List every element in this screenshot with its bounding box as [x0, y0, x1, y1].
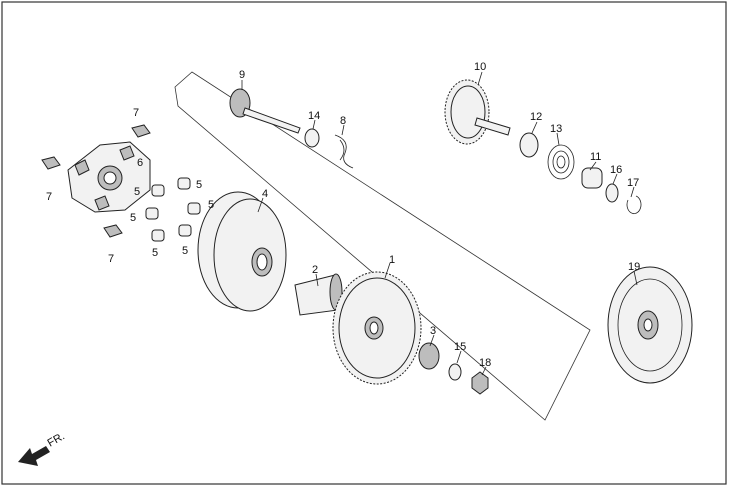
fan-part: [607, 266, 693, 384]
callout-19: 19: [628, 261, 640, 273]
callout-9: 9: [239, 69, 245, 81]
callout-3: 3: [430, 325, 436, 337]
callout-5e: 5: [152, 247, 158, 259]
front-marker-label: FR.: [46, 430, 67, 449]
assembly-outline: [174, 71, 591, 421]
washer-part: [448, 363, 462, 381]
kick-gear-part: [444, 79, 511, 145]
movable-drive-face-part: [197, 191, 287, 312]
front-arrow-icon: [18, 446, 50, 466]
callout-7b: 7: [46, 191, 52, 203]
callout-7c: 7: [108, 253, 114, 265]
callout-5b: 5: [196, 179, 202, 191]
clip-part: [334, 134, 354, 169]
shaft-washer-part: [304, 128, 320, 148]
nut-part: [471, 371, 489, 395]
leader-lines: [241, 71, 638, 376]
slider-pieces: [41, 124, 151, 238]
callout-labels: 1 2 3 4 5 5 5 5 5 5 6 7 7 7 8 9 10 11 12…: [46, 61, 640, 369]
callout-5c: 5: [130, 212, 136, 224]
callout-17: 17: [627, 177, 639, 189]
callout-16: 16: [610, 164, 622, 176]
collar-part: [294, 273, 343, 316]
callout-14: 14: [308, 110, 320, 122]
circlip-part: [626, 195, 642, 214]
callout-5d: 5: [208, 199, 214, 211]
driven-ring-gear-part: [332, 271, 422, 385]
callout-13: 13: [550, 123, 562, 135]
sleeve-part: [581, 167, 603, 189]
bushing-part: [519, 132, 539, 158]
callout-1: 1: [389, 254, 395, 266]
drive-plate-part: [67, 141, 151, 213]
roller-weights: [145, 177, 201, 242]
bearing-part: [418, 342, 440, 370]
callout-5a: 5: [134, 186, 140, 198]
callout-10: 10: [474, 61, 486, 73]
callout-6: 6: [137, 157, 143, 169]
callout-2: 2: [312, 264, 318, 276]
kick-shaft-part: [229, 88, 301, 134]
callout-18: 18: [479, 357, 491, 369]
small-washer-part: [605, 183, 619, 203]
callout-4: 4: [262, 188, 268, 200]
callout-7a: 7: [133, 107, 139, 119]
callout-12: 12: [530, 111, 542, 123]
callout-15: 15: [454, 341, 466, 353]
spring-part: [547, 144, 575, 180]
callout-11: 11: [590, 151, 601, 163]
callout-8: 8: [340, 115, 346, 127]
callout-5f: 5: [182, 245, 188, 257]
